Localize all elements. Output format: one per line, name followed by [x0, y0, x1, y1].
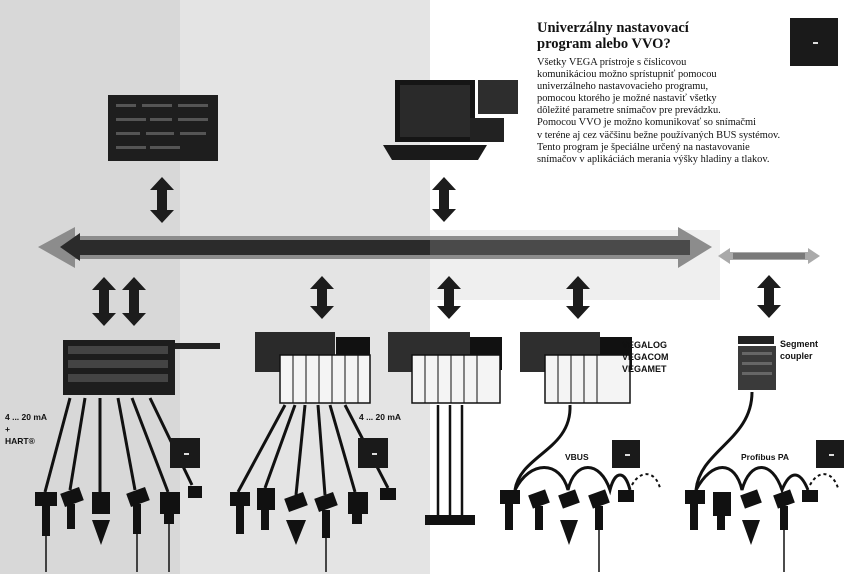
vegalog-label: VEGALOG — [622, 340, 668, 350]
heading-line-2: program alebo VVO? — [537, 36, 671, 52]
description-line: snímačov v aplikáciách merania výšky hla… — [537, 153, 770, 165]
sensor-probes — [45, 524, 785, 572]
segment-label: Segment — [780, 339, 819, 349]
laptop-pc — [383, 80, 518, 160]
current-loop-label: 4 ... 20 mA — [5, 412, 48, 422]
profibus-icon — [816, 440, 844, 468]
left-darker-shade — [0, 0, 180, 574]
vega-rack-1 — [255, 332, 371, 404]
description-line: v teréne aj cez väčšinu bežne používanýc… — [537, 129, 781, 141]
description-line: komunikáciou možno sprístupniť pomocou — [537, 69, 717, 81]
top-arrows — [150, 177, 456, 223]
rack2-cables — [436, 405, 464, 520]
current-signal-label: 4 ... 20 mA — [359, 412, 402, 422]
vega-rack-2 — [388, 332, 502, 404]
control-system-monitor — [108, 95, 218, 161]
vbus-icon — [612, 440, 640, 468]
hart-label: HART® — [5, 436, 35, 446]
plc-rack — [63, 340, 220, 395]
description-line: Tento program je špeciálne určený na nas… — [537, 141, 750, 153]
vega-logo-icon — [790, 18, 838, 66]
plus-label: + — [5, 424, 10, 434]
lower-arrows — [92, 275, 781, 326]
field-sensors — [35, 486, 818, 545]
description-line: Všetky VEGA prístroje s číslicovou — [537, 57, 687, 68]
description-text: Všetky VEGA prístroje s číslicovou komun… — [537, 57, 847, 166]
profibus-dotted — [809, 473, 839, 489]
vbus-cable — [513, 404, 632, 496]
vbus-dotted — [631, 473, 661, 489]
vbus-label: VBUS — [565, 452, 589, 462]
profibus-label: Profibus PA — [741, 452, 790, 462]
description-line: pomocou ktorého je možné nastaviť všetky — [537, 93, 717, 105]
vegacom-label: VEGACOM — [622, 352, 669, 362]
profibus-cable — [694, 391, 810, 495]
fieldbus-arrow — [718, 248, 820, 264]
plc-cables — [43, 397, 194, 493]
current-modem-icon — [358, 438, 388, 468]
heading: Univerzálny nastavovací program alebo VV… — [537, 20, 777, 52]
hart-signal-label: 4 ... 20 mA + HART® — [5, 411, 47, 447]
vega-products-label: VEGALOG VEGACOM VEGAMET — [622, 339, 669, 375]
segment-coupler-label: Segment coupler — [780, 338, 818, 362]
coupler-label: coupler — [780, 351, 813, 361]
hart-modem-icon — [170, 438, 200, 468]
vegamet-label: VEGAMET — [622, 364, 667, 374]
segment-coupler-device — [738, 336, 776, 390]
description-line: Pomocou VVO je možno komunikovať so sním… — [537, 117, 756, 129]
heading-line-1: Univerzálny nastavovací — [537, 20, 689, 36]
description-line: univerzálneho nastavovacieho programu, — [537, 81, 709, 93]
description-line: dôležité parametre snímačov pre prevádzk… — [537, 105, 721, 117]
vega-rack-3 — [520, 332, 632, 404]
main-bus-arrow — [38, 227, 712, 268]
